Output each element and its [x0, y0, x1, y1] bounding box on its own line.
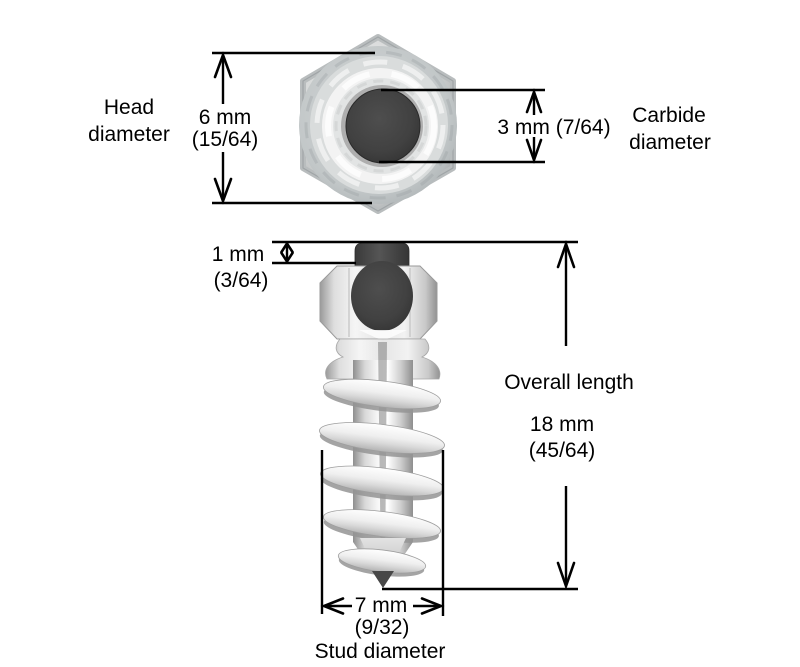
stud-diameter-value: 7 mm: [355, 594, 408, 617]
carbide-diameter-label-line2: diameter: [629, 131, 711, 154]
stud-diameter-label: Stud diameter: [315, 640, 446, 663]
arrow-left-icon: [320, 597, 345, 615]
overall-length-dimension: Overall length 18 mm (45/64): [382, 240, 634, 591]
hex-head-face: [302, 36, 454, 212]
tip-protrusion-value: 1 mm: [212, 243, 265, 266]
carbide-diameter-dimension: 3 mm (7/64) Carbide diameter: [379, 88, 711, 164]
tip-protrusion-dimension: 1 mm (3/64): [212, 240, 578, 292]
arrow-up-icon: [556, 240, 576, 269]
head-diameter-fraction: (15/64): [192, 128, 259, 151]
arrow-up-icon: [525, 88, 543, 114]
arrow-down-icon: [525, 138, 543, 164]
head-diameter-label-line1: Head: [104, 96, 154, 119]
overall-length-fraction: (45/64): [529, 439, 596, 462]
arrow-down-icon: [280, 251, 294, 264]
carbide-core: [345, 88, 421, 164]
arrow-up-icon: [280, 241, 294, 254]
arrow-down-icon: [556, 561, 576, 590]
stud-diameter-dimension: 7 mm (9/32) Stud diameter: [315, 450, 446, 663]
carbide-diameter-value: 3 mm (7/64): [497, 116, 610, 139]
overall-length-label: Overall length: [504, 371, 634, 394]
arrow-down-icon: [213, 177, 233, 205]
scratch-texture: [304, 50, 454, 200]
tip-protrusion-fraction: (3/64): [214, 269, 269, 292]
carbide-diameter-label-line1: Carbide: [632, 104, 706, 127]
arrow-right-icon: [420, 597, 445, 615]
side-view-stud: [319, 242, 445, 588]
head-diameter-value: 6 mm: [199, 106, 252, 129]
stud-diameter-fraction: (9/32): [355, 616, 410, 639]
carbide-in-hex: [351, 261, 413, 331]
thread-flights: [319, 378, 445, 543]
head-diameter-label-line2: diameter: [88, 123, 170, 146]
tip-point: [372, 571, 394, 588]
hex-bottom-highlight: [359, 330, 407, 341]
tip-flight: [337, 548, 427, 577]
overall-length-value: 18 mm: [530, 413, 594, 436]
head-diameter-dimension: 6 mm (15/64) Head diameter: [88, 51, 375, 205]
top-view-head: [299, 34, 457, 214]
arrow-up-icon: [213, 51, 233, 79]
